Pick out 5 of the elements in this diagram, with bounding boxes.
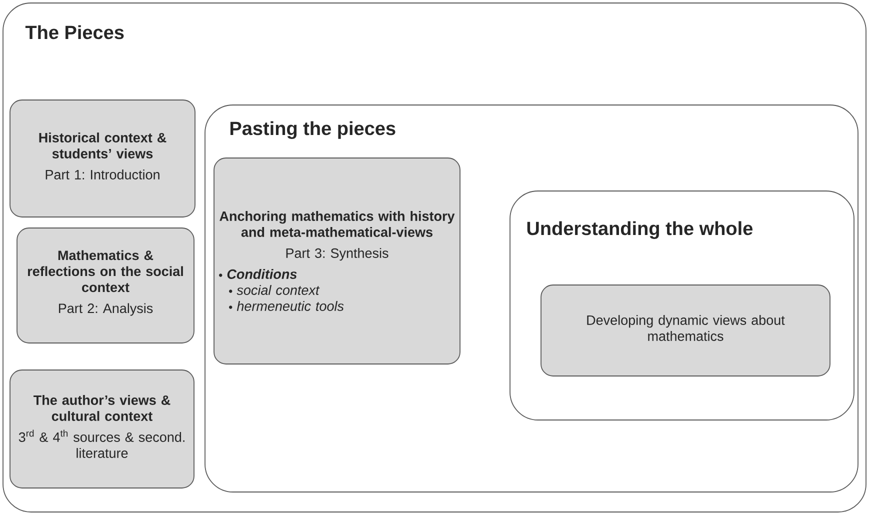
process-box: Historical context & students’ views Part 1: Introduction [10,100,196,218]
process-box: Mathematics & reflections on the social context Part 2: Analysis [16,228,194,344]
process-box: Developing dynamic views about mathematics [540,284,830,376]
process-box: Anchoring mathematics with history and meta-mathematical-views Part 3: Synthesis Conditions social context hermeneutic tools [214,158,460,364]
process-box: The author’s views & cultural context 3$^{rd}$ & 4$^{th}$ sources & second. literature [10,370,194,488]
